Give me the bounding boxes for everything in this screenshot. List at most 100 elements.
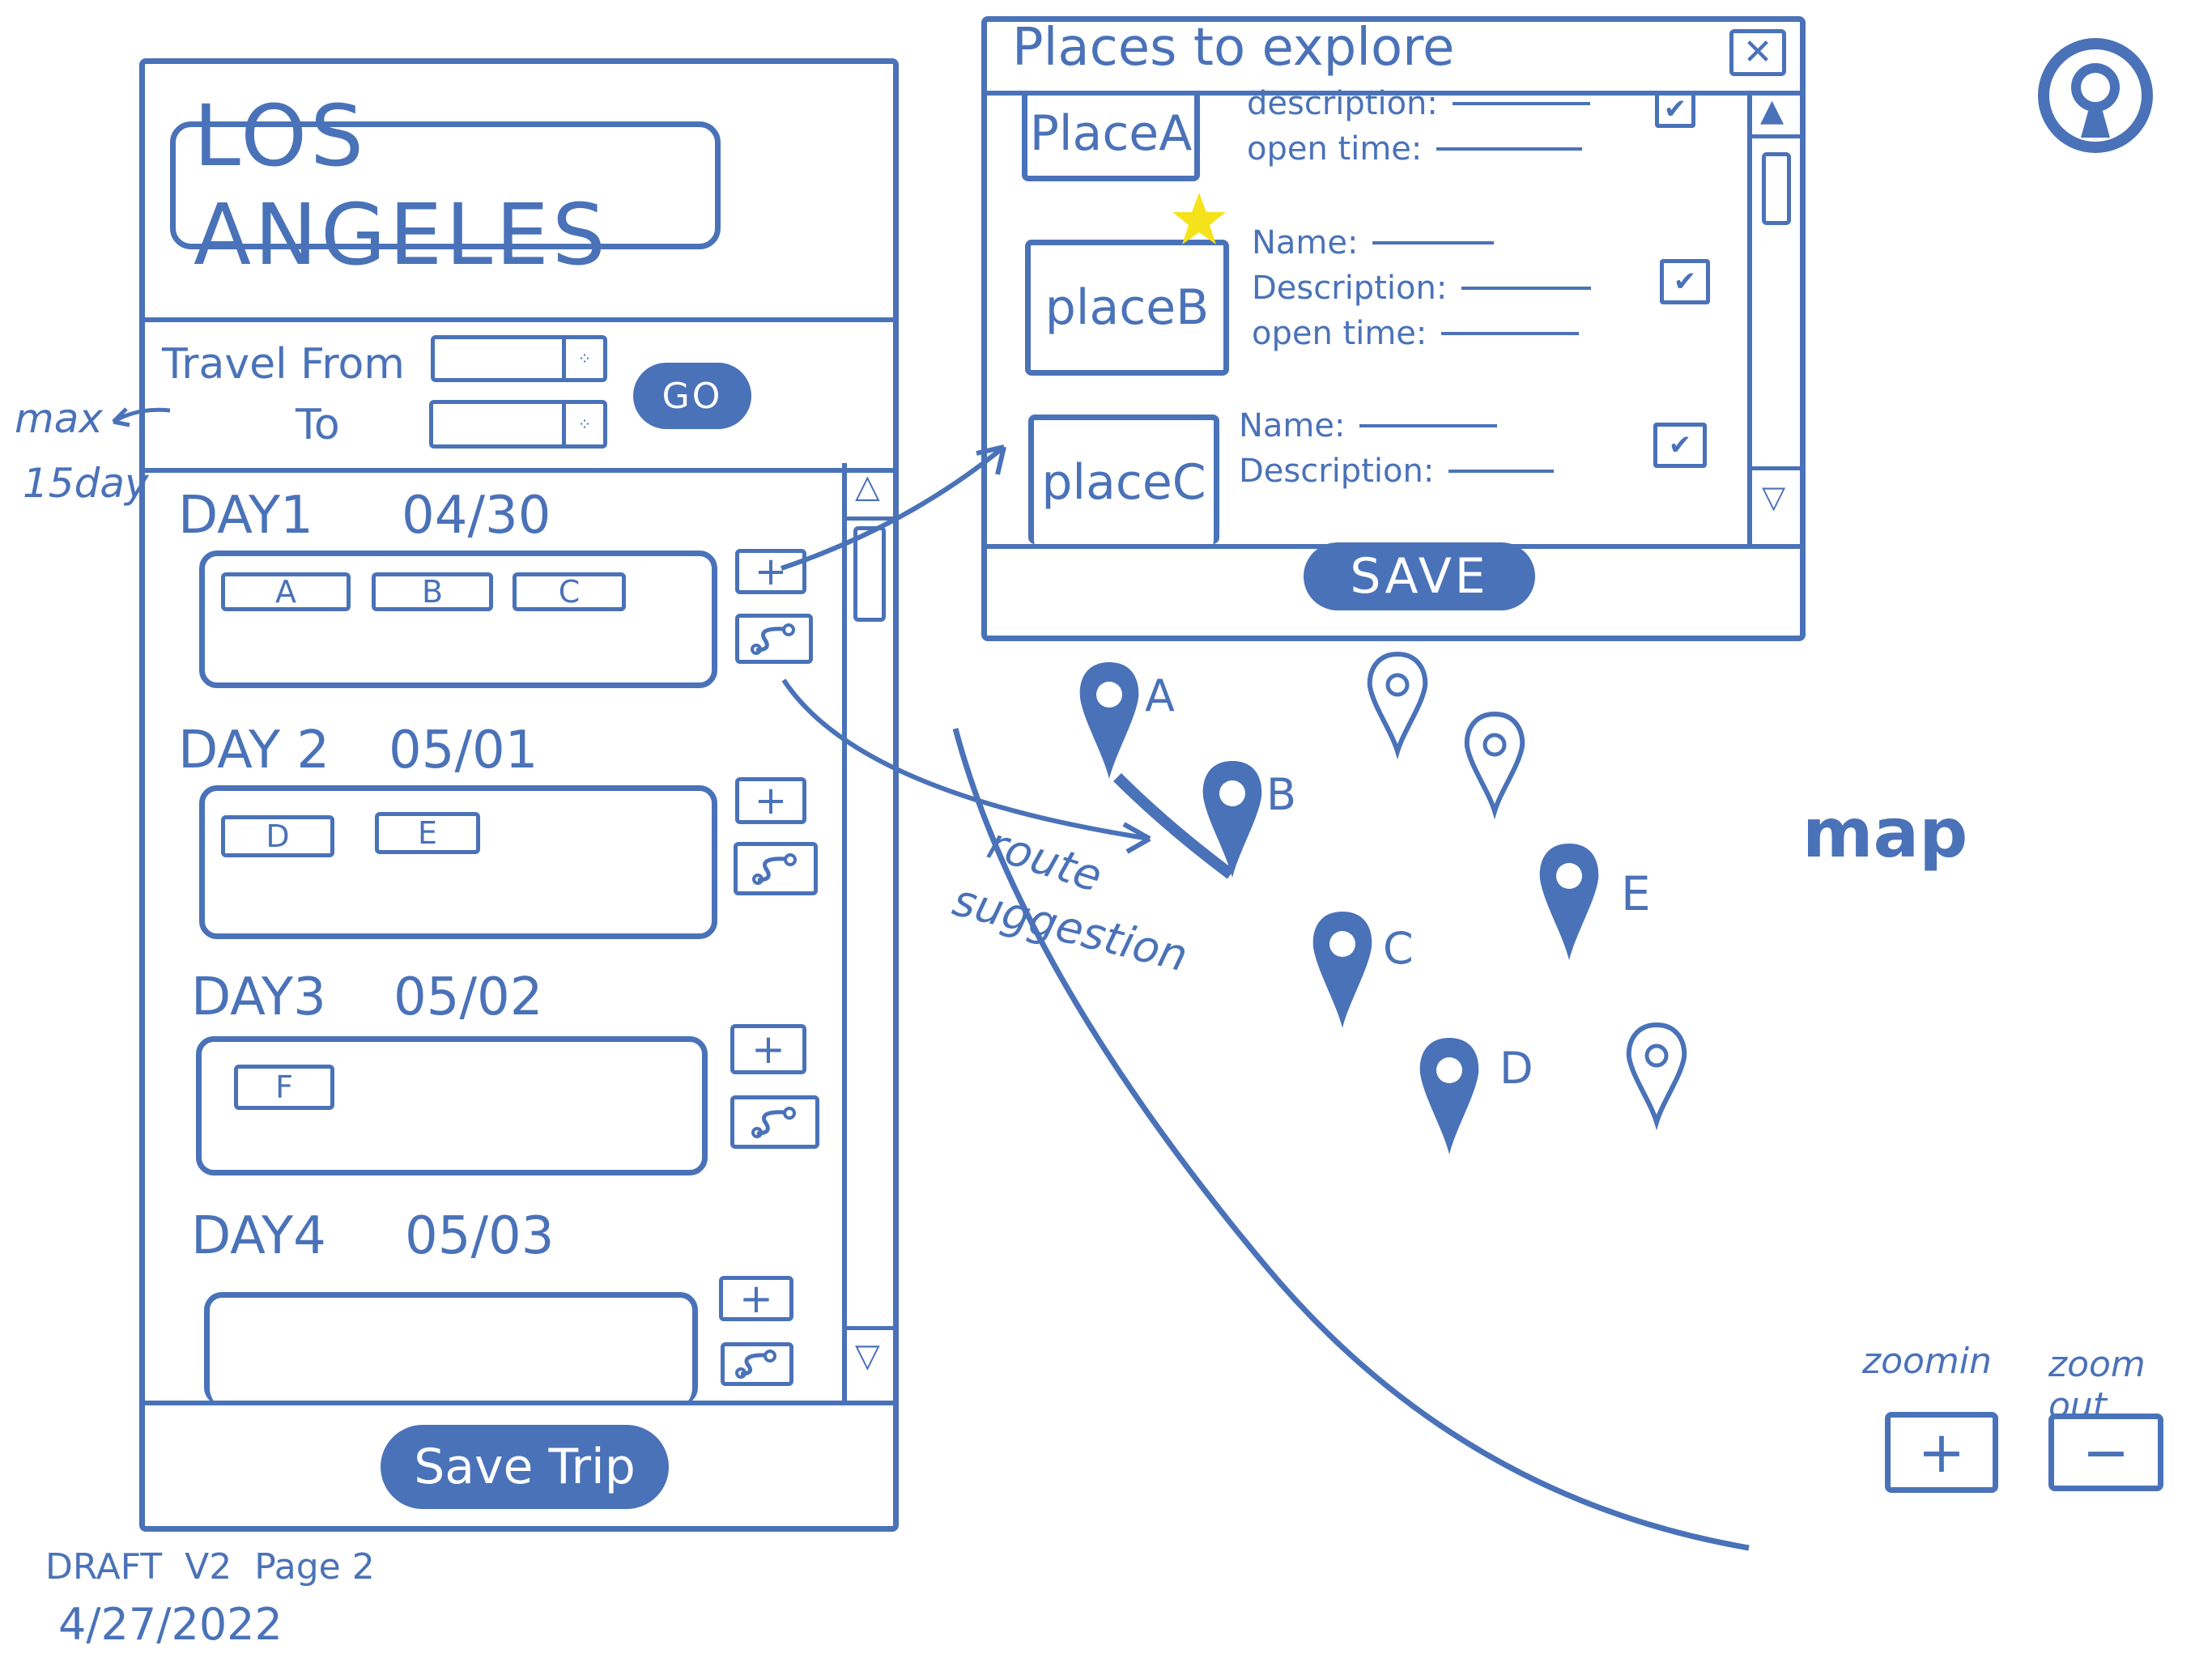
max-note: max xyxy=(15,395,103,442)
scroll-down-icon[interactable]: ▽ xyxy=(1762,479,1786,515)
city-title: LOS ANGELES xyxy=(194,87,609,284)
day-label: DAY3 xyxy=(191,967,326,1027)
map-marker-c[interactable] xyxy=(1312,912,1372,1028)
draft-date: 4/27/2022 xyxy=(58,1599,283,1650)
save-trip-label: Save Trip xyxy=(414,1439,636,1495)
divider xyxy=(145,468,893,473)
day-date: 05/03 xyxy=(405,1206,555,1266)
place-name: PlaceA xyxy=(1029,104,1193,162)
day-date: 05/02 xyxy=(393,967,543,1027)
day-card: DAY3 05/02 F + xyxy=(162,959,842,1202)
place-chip[interactable]: B xyxy=(372,572,493,611)
save-trip-button[interactable]: Save Trip xyxy=(381,1425,669,1509)
to-label: To xyxy=(296,401,340,449)
draft-version: DRAFT V2 Page 2 xyxy=(45,1546,375,1588)
add-place-button[interactable]: + xyxy=(719,1275,793,1322)
day-card: DAY 2 05/01 D E + xyxy=(162,712,842,955)
place-chip[interactable]: D xyxy=(221,815,334,857)
scroll-divider xyxy=(847,1326,895,1330)
marker-label: C xyxy=(1383,923,1414,974)
calendar-icon[interactable]: ⁘ xyxy=(562,339,603,378)
place-thumbnail[interactable]: PlaceA xyxy=(1022,91,1200,181)
day-places-box[interactable] xyxy=(204,1292,698,1405)
day-places-box[interactable]: A B C xyxy=(199,551,717,688)
map-marker-unselected[interactable] xyxy=(1464,711,1525,820)
day-label: DAY4 xyxy=(191,1206,326,1266)
place-checkbox[interactable]: ✔ xyxy=(1655,91,1695,128)
divider xyxy=(145,1401,893,1405)
place-checkbox[interactable]: ✔ xyxy=(1653,423,1707,468)
places-scrollbar[interactable]: ▲ ▽ xyxy=(1747,91,1801,546)
day-places-box[interactable]: F xyxy=(196,1036,708,1175)
calendar-icon[interactable]: ⁘ xyxy=(562,404,603,444)
place-thumbnail[interactable]: placeC xyxy=(1028,414,1219,544)
close-button[interactable]: ✕ xyxy=(1729,29,1786,76)
travel-to-date-input[interactable]: ⁘ xyxy=(429,400,607,449)
day-date: 05/01 xyxy=(389,721,538,780)
route-icon xyxy=(751,1107,796,1138)
add-place-button[interactable]: + xyxy=(730,1024,806,1074)
scroll-thumb[interactable] xyxy=(1762,152,1791,225)
day-list-scrollbar[interactable]: △ ▽ xyxy=(842,463,895,1404)
day-label: DAY1 xyxy=(178,486,313,546)
route-icon xyxy=(735,1350,776,1379)
zoom-in-label: zoomin xyxy=(1862,1341,1992,1382)
go-button-label: GO xyxy=(661,375,723,417)
scroll-thumb[interactable] xyxy=(853,526,886,622)
map-marker-unselected[interactable] xyxy=(1626,1022,1687,1131)
map-marker-e[interactable] xyxy=(1539,844,1599,960)
places-save-button[interactable]: SAVE xyxy=(1304,542,1535,610)
route-arrow xyxy=(781,678,1151,854)
scroll-up-icon[interactable]: △ xyxy=(855,468,880,505)
day-label: DAY 2 xyxy=(178,721,330,780)
scroll-down-icon[interactable]: ▽ xyxy=(855,1337,880,1375)
map-marker-unselected[interactable] xyxy=(1367,651,1428,760)
city-title-box: LOS ANGELES xyxy=(170,87,721,284)
route-button[interactable] xyxy=(730,1095,819,1149)
marker-label: D xyxy=(1499,1043,1534,1094)
route-button[interactable] xyxy=(735,614,813,664)
scroll-divider xyxy=(1752,466,1801,470)
place-fields: Name: Description: xyxy=(1239,403,1555,494)
place-chip[interactable]: A xyxy=(221,572,351,611)
close-icon: ✕ xyxy=(1742,32,1773,73)
zoom-in-button[interactable]: + xyxy=(1885,1412,1998,1493)
favorite-star-icon[interactable] xyxy=(1171,191,1227,248)
trip-planner-panel xyxy=(139,58,899,1532)
day-card: DAY4 05/03 + xyxy=(162,1198,842,1405)
travel-from-date-input[interactable]: ⁘ xyxy=(431,335,607,382)
place-thumbnail[interactable]: placeB xyxy=(1025,240,1229,376)
add-to-panel-arrow xyxy=(781,444,1006,571)
divider xyxy=(145,317,893,322)
day-places-box[interactable]: D E xyxy=(199,785,717,939)
coastline xyxy=(952,728,1750,1551)
scroll-up-icon[interactable]: ▲ xyxy=(1760,92,1784,128)
add-place-button[interactable]: + xyxy=(735,549,806,594)
scroll-divider xyxy=(847,517,895,521)
user-avatar-icon[interactable] xyxy=(2038,38,2153,153)
marker-label: A xyxy=(1145,670,1175,721)
day-card: DAY1 04/30 A B C + xyxy=(162,478,842,721)
plus-icon: + xyxy=(1917,1419,1966,1486)
add-place-button[interactable]: + xyxy=(735,777,806,824)
route-button[interactable] xyxy=(721,1342,793,1386)
route-icon xyxy=(751,623,795,655)
zoom-out-label: zoom out xyxy=(2048,1344,2146,1426)
place-chip[interactable]: F xyxy=(234,1065,334,1110)
scroll-divider xyxy=(1752,134,1801,138)
day-list: DAY1 04/30 A B C + DAY 2 05/01 D E + DAY… xyxy=(162,478,842,1405)
place-chip[interactable]: E xyxy=(375,812,480,854)
place-chip[interactable]: C xyxy=(513,572,626,611)
map-marker-a[interactable] xyxy=(1079,662,1139,779)
place-name: placeB xyxy=(1044,279,1210,336)
map-marker-d[interactable] xyxy=(1419,1038,1479,1154)
route-path xyxy=(1113,773,1235,879)
route-button[interactable] xyxy=(734,842,818,895)
map-marker-b[interactable] xyxy=(1202,761,1262,878)
zoom-out-button[interactable]: − xyxy=(2048,1414,2163,1491)
place-name: placeC xyxy=(1041,453,1206,511)
marker-label: B xyxy=(1266,769,1297,820)
place-checkbox[interactable]: ✔ xyxy=(1660,259,1710,304)
go-button[interactable]: GO xyxy=(633,363,751,429)
